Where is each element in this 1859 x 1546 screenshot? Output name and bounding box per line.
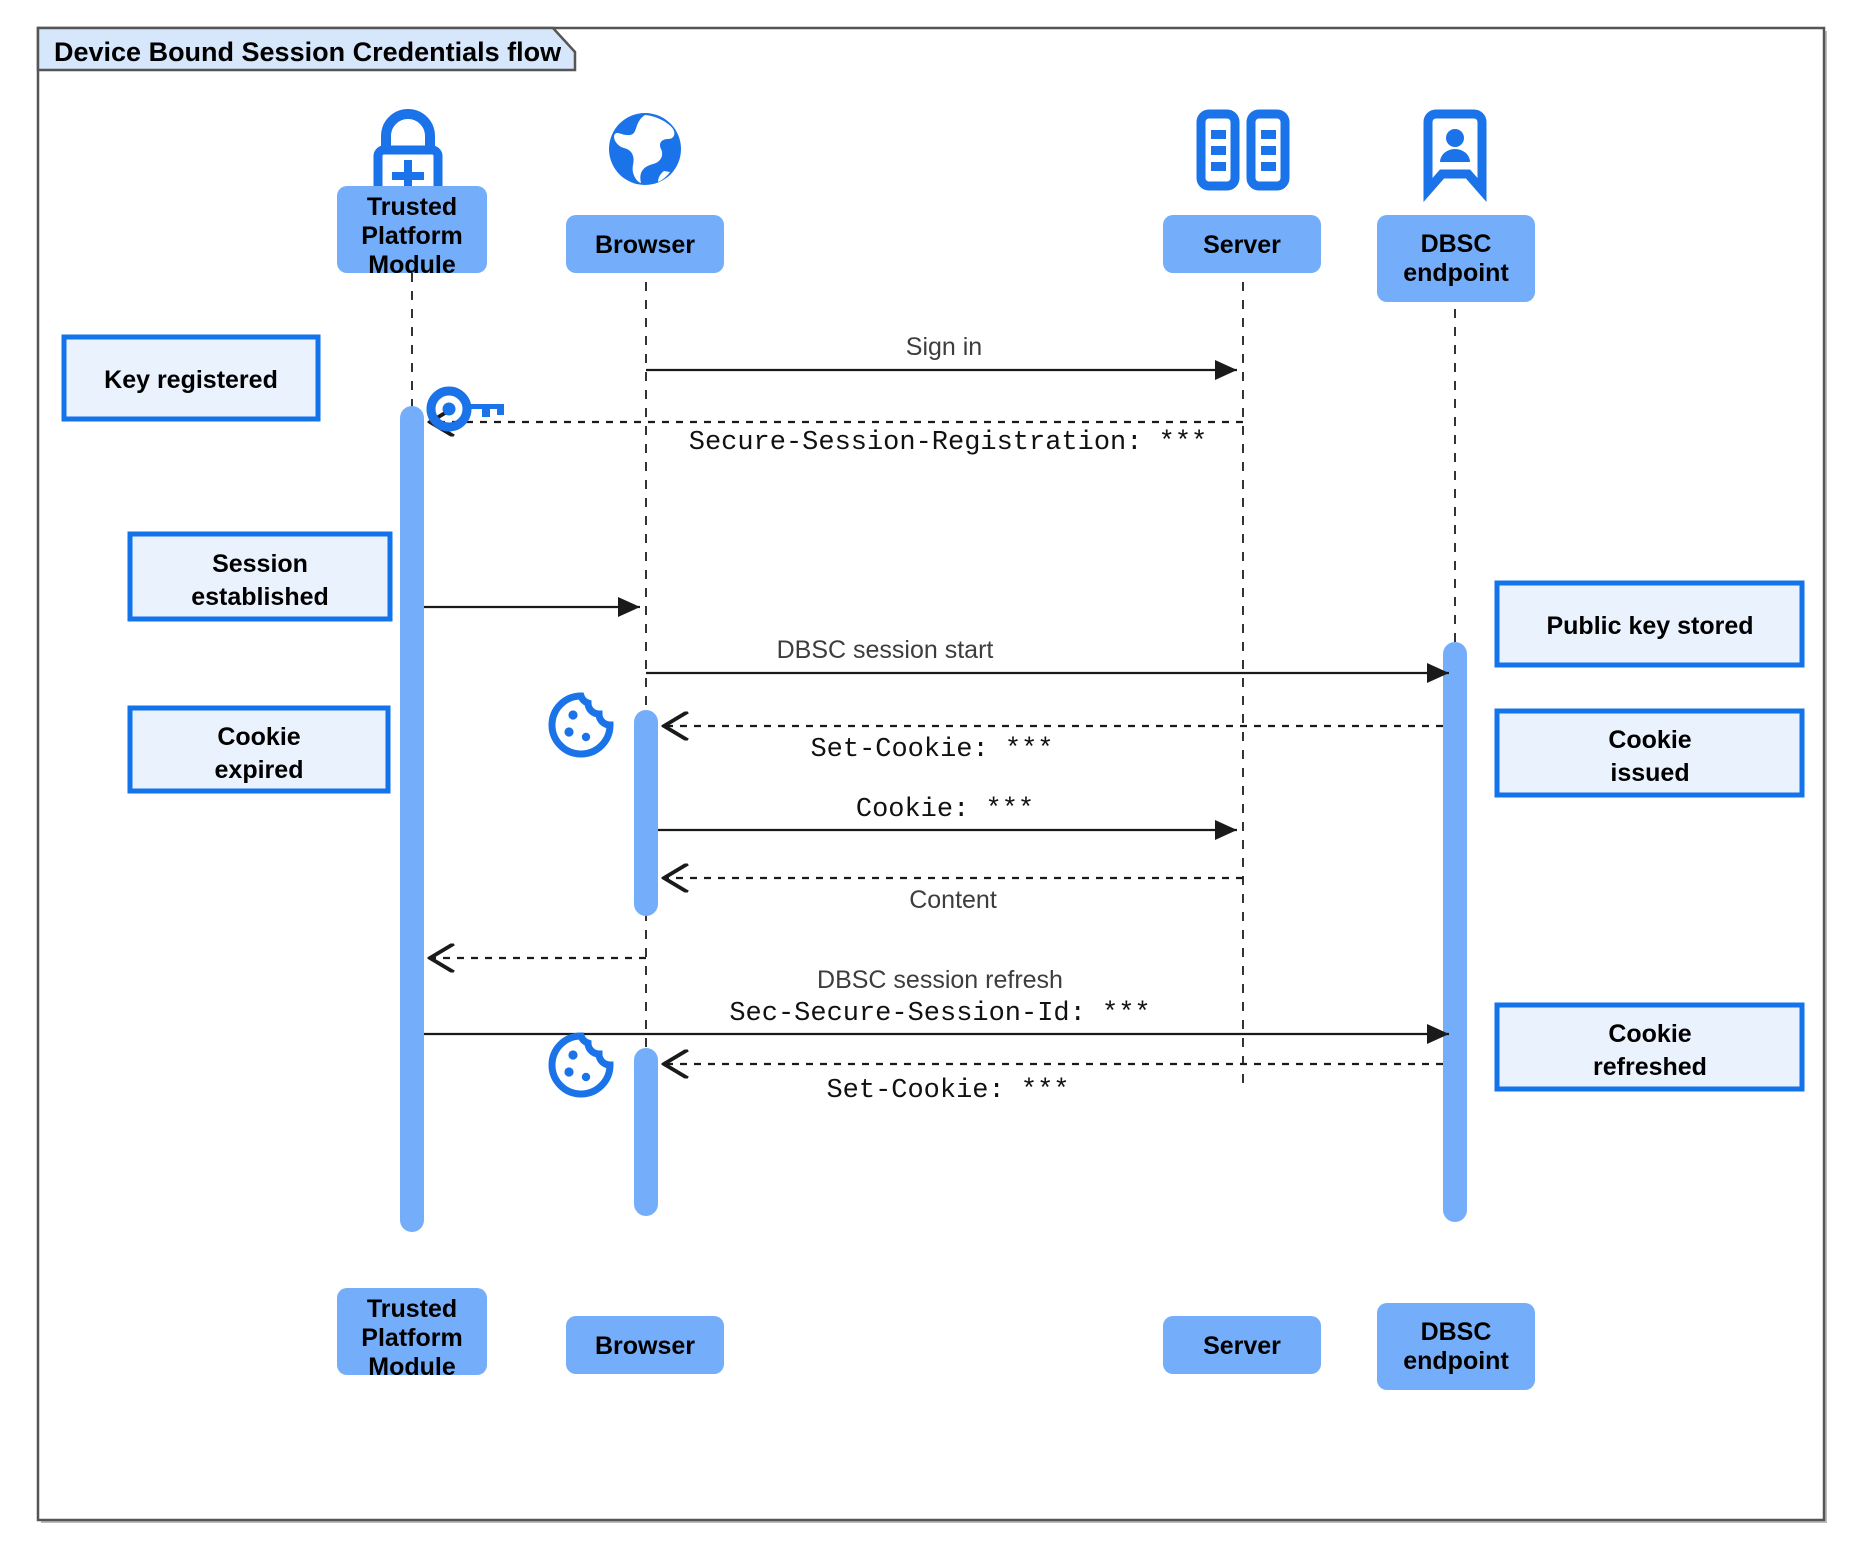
participant-label-line: endpoint: [1403, 1347, 1509, 1375]
message-label: DBSC session start: [777, 636, 994, 664]
server-rack-icon: [1196, 109, 1290, 191]
note-text-line: Cookie: [1608, 1020, 1691, 1048]
note-text-line: Public key stored: [1546, 612, 1753, 640]
activation-browser-2: [634, 1048, 658, 1216]
note-text-line: Cookie: [217, 723, 300, 751]
message-label: Sign in: [906, 333, 982, 361]
message-label-line1: DBSC session refresh: [817, 966, 1063, 994]
participant-browser-bottom[interactable]: Browser: [566, 1316, 724, 1374]
id-badge-icon: [1423, 109, 1487, 202]
message-label: Cookie: ***: [856, 795, 1034, 825]
globe-icon: [609, 113, 681, 185]
note-text-line: expired: [215, 756, 304, 784]
note-text-line: Session: [212, 550, 308, 578]
lifelines: [411, 246, 1456, 1092]
participant-label-line: endpoint: [1403, 259, 1509, 287]
participant-label-line: Trusted: [367, 193, 457, 221]
participant-label-line: Module: [368, 1353, 456, 1381]
message-content: Content: [664, 878, 1243, 914]
note-text-line: Cookie: [1608, 726, 1691, 754]
note-cookie-refreshed: Cookie refreshed: [1494, 1002, 1805, 1092]
message-set-cookie-2: Set-Cookie: ***: [664, 1064, 1443, 1106]
message-label-line2: Sec-Secure-Session-Id: ***: [729, 999, 1150, 1029]
message-label: Set-Cookie: ***: [826, 1076, 1069, 1106]
participant-label-line: DBSC: [1421, 1318, 1492, 1346]
note-text-line: established: [191, 583, 329, 611]
participant-label-line: Browser: [595, 231, 695, 259]
activation-tpm: [400, 406, 424, 1232]
note-text-line: issued: [1610, 759, 1689, 787]
note-session-established: Session established: [127, 531, 393, 622]
participant-dbsc-top[interactable]: DBSC endpoint: [1377, 215, 1535, 302]
message-cookie-request: Cookie: ***: [658, 795, 1237, 841]
note-text-line: refreshed: [1593, 1053, 1707, 1081]
frame-title: Device Bound Session Credentials flow: [54, 37, 562, 67]
participant-server-top[interactable]: Server: [1163, 215, 1321, 273]
message-dbsc-session-start: DBSC session start: [646, 636, 1449, 684]
message-label: Set-Cookie: ***: [810, 735, 1053, 765]
participant-tpm-bottom[interactable]: Trusted Platform Module: [337, 1288, 487, 1381]
activation-bars: [400, 406, 1467, 1232]
activation-dbsc: [1443, 642, 1467, 1222]
note-key-registered: Key registered: [61, 334, 321, 422]
key-icon: [426, 386, 504, 432]
message-set-cookie-1: Set-Cookie: ***: [664, 726, 1443, 765]
message-label: Secure-Session-Registration: ***: [689, 428, 1207, 458]
participant-label-line: Platform: [361, 222, 462, 250]
activation-browser-1: [634, 710, 658, 916]
message-label: Content: [909, 886, 997, 914]
cookie-icon: [548, 692, 614, 758]
participant-label-line: Platform: [361, 1324, 462, 1352]
note-public-key-stored: Public key stored: [1494, 580, 1805, 668]
message-sign-in: Sign in: [646, 333, 1237, 381]
participant-dbsc-bottom[interactable]: DBSC endpoint: [1377, 1303, 1535, 1390]
participant-label-line: Module: [368, 251, 456, 279]
participant-browser-top[interactable]: Browser: [566, 215, 724, 273]
message-secure-session-registration: Secure-Session-Registration: ***: [430, 422, 1243, 458]
cookie-icon: [548, 1032, 614, 1098]
note-cookie-issued: Cookie issued: [1494, 708, 1805, 798]
participant-label-line: Trusted: [367, 1295, 457, 1323]
note-cookie-expired: Cookie expired: [127, 705, 391, 794]
participant-server-bottom[interactable]: Server: [1163, 1316, 1321, 1374]
message-dbsc-session-refresh: DBSC session refresh Sec-Secure-Session-…: [424, 966, 1449, 1045]
participant-label-line: DBSC: [1421, 230, 1492, 258]
participant-label-line: Browser: [595, 1332, 695, 1360]
participant-label-line: Server: [1203, 231, 1281, 259]
participant-tpm-top[interactable]: Trusted Platform Module: [337, 186, 487, 279]
participant-label-line: Server: [1203, 1332, 1281, 1360]
note-text-line: Key registered: [104, 366, 278, 394]
